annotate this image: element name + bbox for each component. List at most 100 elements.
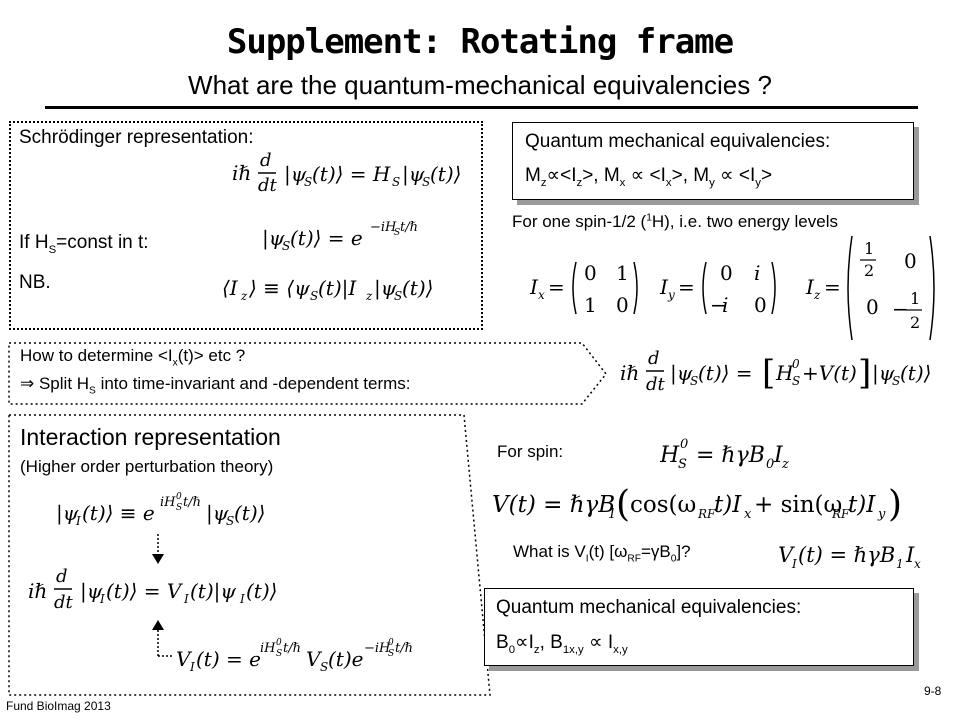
svg-text:(t)⟩ = e: (t)⟩ = e (290, 226, 363, 250)
svg-text:z: z (781, 457, 789, 472)
page-subtitle: What are the quantum-mechanical equivale… (188, 70, 772, 100)
svg-text:|ψ: |ψ (284, 162, 307, 187)
svg-text:S: S (392, 175, 400, 189)
svg-text:t/ℏ: t/ℏ (395, 641, 413, 656)
svg-text:0: 0 (680, 437, 688, 452)
page-number: 9-8 (924, 684, 942, 698)
svg-text:]: ] (858, 353, 871, 393)
svg-text:S: S (678, 457, 687, 472)
svg-text:=: = (548, 275, 565, 299)
svg-text:(t)⟩: (t)⟩ (430, 162, 461, 186)
svg-text:1: 1 (864, 239, 874, 258)
svg-text:0: 0 (584, 261, 597, 285)
svg-text:cos(ω: cos(ω (630, 492, 696, 518)
schrodinger-heading: Schrödinger representation: (19, 127, 254, 148)
svg-text:(t)e: (t)e (328, 647, 363, 671)
svg-text:t)I: t)I (848, 492, 876, 518)
svg-text:(: ( (616, 484, 630, 525)
svg-text:=: = (678, 275, 695, 299)
svg-text:I: I (529, 275, 539, 299)
equivalencies-bottom-box (484, 588, 914, 666)
svg-text:iH: iH (160, 495, 176, 510)
svg-text:0: 0 (176, 492, 182, 502)
svg-text:V: V (306, 647, 323, 671)
schrodinger-if-line: If HS=const in t: (19, 232, 149, 256)
svg-text:−iH: −iH (364, 641, 391, 656)
svg-text:V(t) = ℏγB: V(t) = ℏγB (492, 492, 615, 518)
svg-text:V: V (176, 647, 193, 671)
svg-text:dt: dt (646, 374, 666, 395)
svg-text:x: x (744, 507, 752, 522)
svg-text:(t)⟩ =: (t)⟩ = (698, 361, 753, 385)
schrodinger-box (9, 121, 483, 330)
svg-text:S: S (394, 289, 402, 303)
svg-text:=: = (824, 275, 841, 299)
svg-text:y: y (877, 507, 886, 522)
svg-text:S: S (690, 374, 698, 388)
svg-text:|ψ: |ψ (80, 579, 103, 604)
svg-text:1: 1 (608, 507, 616, 522)
svg-text:= ℏγB: = ℏγB (696, 443, 765, 468)
flow-arrows (152, 534, 174, 657)
svg-text:2: 2 (910, 313, 920, 332)
svg-text:t)I: t)I (714, 492, 742, 518)
svg-text:I: I (805, 275, 815, 299)
svg-text:S: S (792, 374, 800, 388)
svg-text:i: i (754, 261, 760, 285)
svg-text:(t) = ℏγB: (t) = ℏγB (798, 543, 895, 567)
svg-text:i: i (722, 293, 728, 317)
determine-line-1: How to determine <Ix(t)> etc ? (20, 346, 246, 369)
svg-text:S: S (176, 503, 182, 513)
svg-text:S: S (310, 289, 318, 303)
svg-text:I: I (905, 543, 915, 567)
svg-text:d: d (56, 566, 68, 587)
svg-text:(t)⟩ = V: (t)⟩ = V (106, 579, 184, 603)
svg-text:y: y (667, 288, 675, 302)
schrodinger-solution: |ψ S (t)⟩ = e −iH S t/ℏ (262, 220, 418, 253)
svg-text:−iH: −iH (370, 220, 397, 235)
svg-text:|ψ: |ψ (262, 226, 285, 251)
svg-text:I: I (239, 592, 245, 606)
svg-text:−: − (892, 297, 909, 321)
schrodinger-nb-label: NB. (19, 272, 51, 293)
svg-text:0: 0 (276, 638, 282, 648)
svg-text:+V(t): +V(t) (802, 361, 857, 385)
svg-text:x: x (538, 288, 545, 302)
equivalencies-bottom-line: B0∝Iz, B1x,y ∝ Ix,y (496, 632, 628, 656)
question-line: What is VI(t) [ωRF=γB0]? (513, 542, 691, 565)
svg-text:d: d (648, 348, 660, 369)
equivalencies-top-heading: Quantum mechanical equivalencies: (525, 131, 831, 152)
svg-text:dt: dt (258, 175, 278, 196)
determine-box-outline (8, 342, 607, 405)
svg-text:H: H (775, 361, 794, 385)
svg-text:S: S (394, 228, 400, 238)
svg-text:t/ℏ: t/ℏ (183, 495, 201, 510)
svg-text:1: 1 (616, 261, 629, 285)
svg-text:S: S (892, 374, 900, 388)
svg-text:0: 0 (754, 293, 767, 317)
svg-text:(t)⟩ ≡ e: (t)⟩ ≡ e (82, 501, 155, 525)
svg-text:iℏ: iℏ (28, 579, 47, 603)
svg-text:⟨I: ⟨I (222, 276, 239, 300)
svg-text:I: I (659, 275, 669, 299)
svg-text:I: I (773, 443, 784, 468)
footer-course-label: Fund BioImag 2013 (6, 699, 111, 713)
svg-text:|ψ: |ψ (206, 501, 229, 526)
svg-text:0: 0 (766, 457, 774, 472)
svg-text:S: S (226, 514, 234, 528)
for-spin-label: For spin: (497, 442, 564, 461)
title-divider (45, 106, 918, 109)
svg-text:iℏ: iℏ (232, 161, 251, 185)
svg-text:(t) = e: (t) = e (196, 647, 261, 671)
interaction-subheading: (Higher order perturbation theory) (20, 457, 274, 476)
schrodinger-equation: iℏ d dt |ψ S (t)⟩ = H S |ψ S (t)⟩ (232, 150, 461, 196)
svg-text:z: z (240, 289, 248, 303)
svg-text:|ψ: |ψ (670, 361, 693, 386)
expectation-value-definition: ⟨I z ⟩ ≡ ⟨ψ S (t)|I z |ψ S (t)⟩ (222, 276, 433, 303)
svg-text:I: I (791, 557, 797, 571)
svg-text:S: S (320, 660, 328, 674)
